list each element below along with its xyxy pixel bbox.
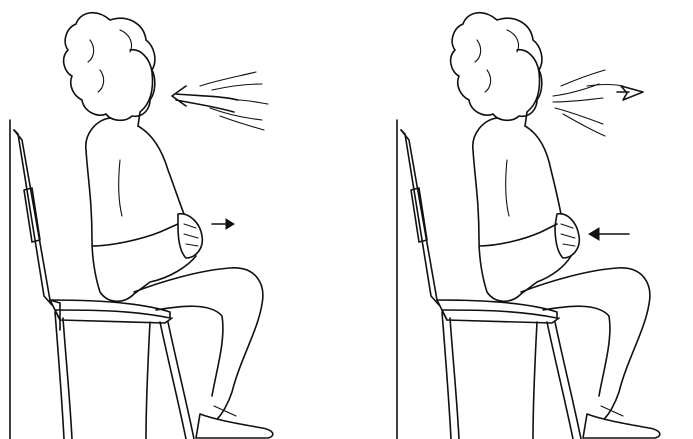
torso: [473, 118, 580, 301]
inhale-illustration: [0, 0, 346, 439]
chair: [14, 130, 194, 439]
exhale-illustration: [347, 0, 693, 439]
head: [451, 13, 542, 126]
airflow-in-arrow-icon: [172, 72, 268, 130]
legs: [134, 268, 273, 438]
panel-exhale: [347, 0, 693, 439]
chair: [401, 130, 581, 439]
airflow-out-arrow-icon: [553, 70, 643, 136]
belly-contract-arrow-icon: [589, 228, 629, 240]
head: [64, 13, 155, 126]
panel-inhale: [0, 0, 346, 439]
torso: [86, 118, 203, 301]
belly-expand-arrow-icon: [212, 219, 234, 229]
legs: [521, 268, 660, 438]
